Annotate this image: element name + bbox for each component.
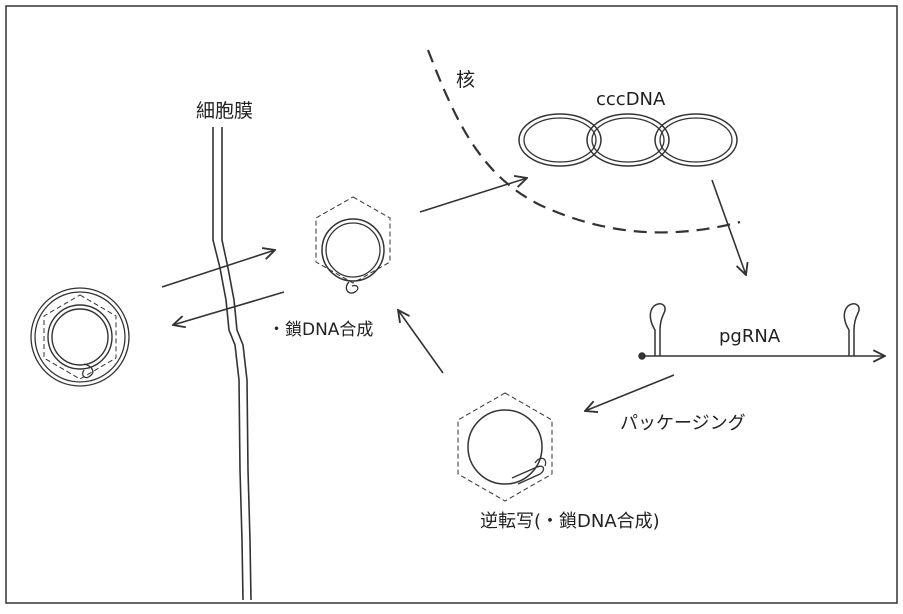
import-to-nucleus-arrow — [420, 178, 527, 212]
label-pgrna: pgRNA — [719, 328, 780, 346]
label-membrane: 細胞膜 — [196, 102, 253, 121]
transcription-arrow — [712, 180, 746, 275]
rt-capsid — [458, 393, 552, 501]
virion — [31, 288, 129, 386]
packaging-arrow — [585, 375, 674, 411]
label-nucleus: 核 — [456, 71, 475, 90]
figure-frame — [6, 6, 897, 603]
label-strand-synthesis: ・鎖DNA合成 — [268, 322, 373, 339]
cccdna-chain — [519, 114, 737, 166]
label-cccdna: cccDNA — [596, 91, 665, 109]
recycling-arrow — [398, 310, 443, 373]
label-reverse-transcription: 逆転写(・鎖DNA合成) — [480, 513, 660, 531]
entry-arrow — [162, 250, 275, 287]
label-packaging: パッケージング — [620, 415, 746, 433]
cell-membrane — [213, 127, 251, 600]
process-arrows — [162, 178, 746, 411]
rcdna-capsid — [316, 197, 390, 293]
